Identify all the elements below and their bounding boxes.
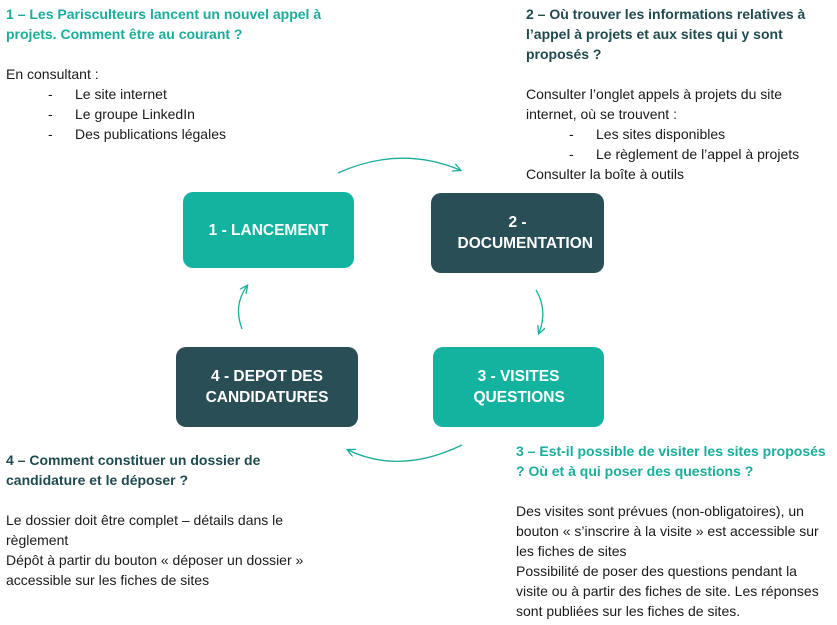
- list-item: -Le règlement de l’appel à projets: [569, 146, 800, 162]
- step2-question: 2 – Où trouver les informations relative…: [526, 6, 806, 62]
- step3-p1: Des visites sont prévues (non-obligatoir…: [516, 503, 819, 559]
- list-item: -Le site internet: [48, 86, 167, 102]
- step3-box: 3 - VISITES QUESTIONS: [433, 347, 604, 427]
- arrow-2-to-3: [535, 289, 543, 333]
- step2-info: 2 – Où trouver les informations relative…: [526, 4, 831, 184]
- step2-list: -Les sites disponibles -Le règlement de …: [526, 124, 831, 164]
- step1-intro: En consultant :: [6, 66, 99, 82]
- step4-label: 4 - DEPOT DES CANDIDATURES: [205, 368, 329, 406]
- step1-question: 1 – Les Parisculteurs lancent un nouvel …: [6, 6, 322, 42]
- list-item: -Le groupe LinkedIn: [48, 106, 195, 122]
- step3-question: 3 – Est-il possible de visiter les sites…: [516, 443, 826, 479]
- list-item: -Les sites disponibles: [569, 126, 726, 142]
- step1-label: 1 - LANCEMENT: [208, 221, 329, 239]
- step3-info: 3 – Est-il possible de visiter les sites…: [516, 441, 832, 621]
- arrow-4-to-1: [237, 286, 247, 330]
- step2-box: 2 - DOCUMENTATION: [431, 193, 604, 273]
- step3-p2: Possibilité de poser des questions penda…: [516, 563, 819, 619]
- step1-list: -Le site internet -Le groupe LinkedIn -D…: [6, 84, 336, 144]
- step4-info: 4 – Comment constituer un dossier de can…: [6, 450, 318, 590]
- step1-info: 1 – Les Parisculteurs lancent un nouvel …: [6, 4, 336, 144]
- step1-box: 1 - LANCEMENT: [183, 192, 354, 268]
- arrow-1-to-2: [337, 157, 460, 174]
- step2-intro: Consulter l’onglet appels à projets du s…: [526, 86, 783, 122]
- step4-question: 4 – Comment constituer un dossier de can…: [6, 452, 261, 488]
- step4-p2: Dépôt à partir du bouton « déposer un do…: [6, 552, 304, 588]
- step3-label: 3 - VISITES QUESTIONS: [473, 368, 565, 406]
- list-item: -Des publications légales: [48, 126, 226, 142]
- step4-box: 4 - DEPOT DES CANDIDATURES: [176, 347, 358, 427]
- step2-label: 2 - DOCUMENTATION: [457, 214, 593, 252]
- arrow-3-to-4: [348, 444, 463, 462]
- step2-outro: Consulter la boîte à outils: [526, 166, 684, 182]
- step4-p1: Le dossier doit être complet – détails d…: [6, 512, 284, 548]
